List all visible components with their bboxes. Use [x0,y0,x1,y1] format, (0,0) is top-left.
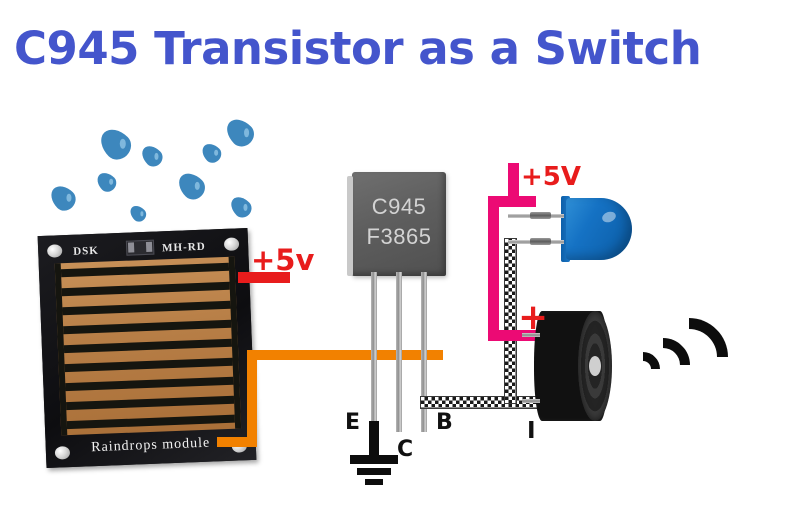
trace-finger [63,338,233,354]
trace-finger [63,319,232,335]
smd-pad-right [145,241,153,252]
raindrops-group [0,0,300,230]
trace-finger [61,281,230,297]
buzzer-pin-positive [522,333,540,337]
transistor-pin-collector [396,272,402,432]
transistor-pin-emitter [371,272,377,448]
transistor-date-code: F3865 [366,224,432,249]
pcb-label-mh-rd: MH-RD [161,240,206,255]
label-led-supply-5v: +5V [521,162,581,192]
trace-finger [60,262,230,278]
trace-finger [66,414,235,430]
wire-pink-supply-stub [508,163,519,201]
raindrop [46,181,80,215]
led-crimp-anode [530,212,551,219]
raindrop [221,113,259,152]
wire-pink-bottom-horizontal [488,330,540,341]
trace-finger [62,300,231,316]
ground-bar-medium [357,468,391,475]
page-title: C945 Transistor as a Switch [14,22,702,75]
raindrop [226,192,256,222]
transistor-c945-package: C945 F3865 [347,172,446,276]
raindrop [173,167,210,205]
smd-pad-left [127,242,135,253]
wire-pink-top-horizontal [488,196,536,207]
raindrop [127,202,149,225]
wire-orange-segment-bottom [217,437,257,447]
raindrop [198,139,225,167]
trace-finger [64,357,233,373]
sound-wave-outer [633,301,745,413]
label-emitter: E [345,410,361,435]
interdigitated-copper-traces [54,256,242,436]
trace-finger [65,376,234,392]
raindrops-sensor-module: DSK MH-RD Raindrops module [37,228,257,468]
trace-finger [66,395,235,411]
raindrop [93,168,120,196]
raindrop [94,123,137,165]
label-sensor-supply-5v: +5v [251,243,315,277]
ground-stem [369,421,379,456]
label-base: B [436,410,453,435]
wire-pink-left-vertical [488,196,499,340]
ground-bar-small [365,479,383,485]
ground-bar-large [350,455,398,464]
wire-orange-segment-top [247,350,443,360]
wire-red-sensor-supply [238,272,290,283]
label-collector: C [397,437,414,462]
led-crimp-cathode [530,238,551,245]
wire-orange-segment-vertical [247,350,257,442]
raindrop [137,141,167,171]
wire-hatched-vertical [504,238,517,404]
wire-hatched-collector-horizontal [420,396,538,409]
blue-led [566,198,632,260]
label-buzzer-pin-i: I [527,418,536,444]
pcb-label-dsk: DSK [73,244,100,258]
smd-component [125,239,155,256]
transistor-pin-base [421,272,427,432]
transistor-part-number: C945 [371,194,427,219]
buzzer-pin-negative [522,399,540,403]
label-buzzer-plus: + [518,297,549,338]
buzzer-center-dome [589,356,601,376]
